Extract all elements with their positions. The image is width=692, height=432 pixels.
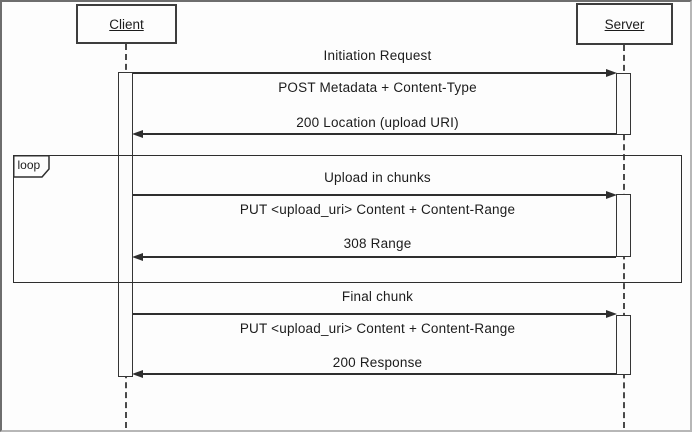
section-title: Initiation Request — [323, 48, 432, 63]
response-message-label: 200 Location (upload URI) — [296, 115, 459, 130]
client-activation-bar — [118, 72, 133, 377]
arrowhead-right-icon — [606, 309, 617, 318]
response-arrow-2 — [132, 251, 616, 263]
section-title: Upload in chunks — [324, 170, 431, 185]
arrow-line — [142, 373, 616, 375]
request-arrow-3 — [133, 308, 617, 320]
server-activation-bar-2 — [616, 194, 631, 257]
request-message-label: POST Metadata + Content-Type — [278, 80, 477, 95]
response-message-label: 200 Response — [332, 355, 423, 370]
request-message-label: PUT <upload_uri> Content + Content-Range — [239, 321, 516, 336]
server-actor-label: Server — [604, 16, 645, 32]
arrow-line — [142, 256, 616, 258]
request-arrow-2 — [133, 189, 617, 201]
arrow-line — [133, 194, 607, 196]
arrowhead-right-icon — [606, 68, 617, 77]
arrowhead-left-icon — [132, 129, 143, 138]
response-arrow-1 — [132, 128, 616, 140]
loop-operator-tag: loop — [12, 154, 50, 178]
request-arrow-1 — [133, 67, 617, 79]
client-actor-label: Client — [109, 16, 144, 32]
server-activation-bar-3 — [616, 315, 631, 375]
server-activation-bar-1 — [616, 73, 631, 135]
arrowhead-left-icon — [132, 369, 143, 378]
response-arrow-3 — [132, 368, 616, 380]
arrowhead-right-icon — [606, 190, 617, 199]
request-message-label: PUT <upload_uri> Content + Content-Range — [239, 202, 516, 217]
section-title: Final chunk — [341, 289, 414, 304]
client-actor-box: Client — [76, 4, 177, 44]
loop-pentagon-icon — [12, 154, 50, 178]
response-message-label: 308 Range — [343, 236, 412, 251]
arrow-line — [142, 133, 616, 135]
arrowhead-left-icon — [132, 252, 143, 261]
arrow-line — [133, 313, 607, 315]
arrow-line — [133, 72, 607, 74]
loop-fragment-frame: loop — [12, 154, 682, 283]
server-actor-box: Server — [576, 3, 673, 45]
loop-operator-label: loop — [17, 157, 41, 172]
